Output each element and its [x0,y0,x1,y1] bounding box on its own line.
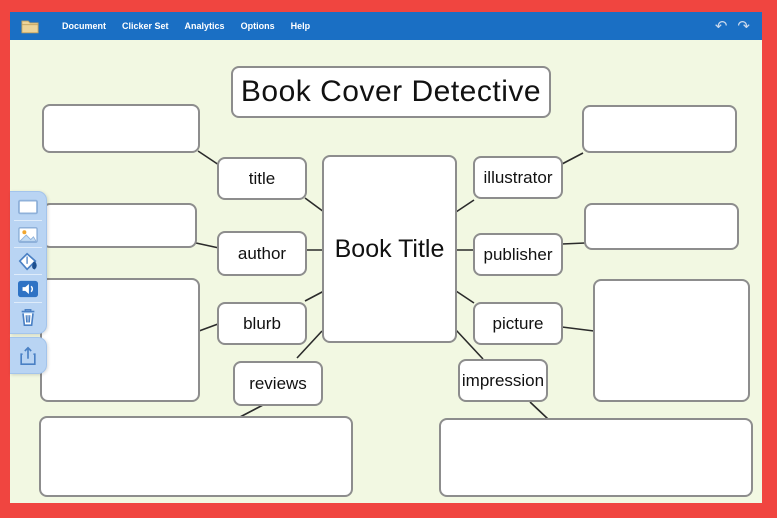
label-node-author[interactable]: author [217,231,307,276]
paint-bucket-icon [18,252,37,271]
menu-document[interactable]: Document [62,21,107,31]
empty-cell-bottom-right[interactable] [439,418,753,497]
side-toolbar [10,191,47,334]
folder-icon [21,20,39,33]
menu-help[interactable]: Help [290,21,311,31]
menu-analytics[interactable]: Analytics [184,21,225,31]
redo-icon[interactable]: ↷ [737,17,750,35]
empty-cell-bottom-left[interactable] [39,416,353,497]
empty-cell-left-3[interactable] [40,278,200,402]
center-node-cell[interactable]: Book Title [322,155,457,343]
label-node-illustrator[interactable]: illustrator [473,156,563,199]
label-node-picture[interactable]: picture [473,302,563,345]
speaker-icon [18,281,38,298]
label-node-publisher[interactable]: publisher [473,233,563,276]
label-node-blurb[interactable]: blurb [217,302,307,345]
empty-cell-left-1[interactable] [42,104,200,153]
frame-tool-button[interactable] [14,195,42,221]
empty-cell-left-2[interactable] [42,203,197,248]
label-node-reviews[interactable]: reviews [233,361,323,406]
rectangle-icon [18,199,38,215]
menu-bar: Document Clicker Set Analytics Options H… [10,12,762,40]
open-folder-button[interactable] [20,17,40,35]
label-node-title[interactable]: title [217,157,307,200]
delete-tool-button[interactable] [14,304,42,330]
share-icon [20,346,36,365]
empty-cell-right-2[interactable] [584,203,739,250]
menu-clicker-set[interactable]: Clicker Set [122,21,169,31]
empty-cell-right-1[interactable] [582,105,737,153]
share-toolbar [10,337,47,374]
undo-icon[interactable]: ↶ [714,17,728,35]
history-buttons: ↶ ↷ [715,12,750,40]
empty-cell-right-3[interactable] [593,279,750,402]
banner-title-cell[interactable]: Book Cover Detective [231,66,551,118]
image-icon [18,226,38,243]
menu-options[interactable]: Options [240,21,275,31]
fill-tool-button[interactable] [14,249,42,276]
picture-tool-button[interactable] [14,222,42,249]
speaker-tool-button[interactable] [14,277,42,303]
label-node-impression[interactable]: impression [458,359,548,402]
menu-items: Document Clicker Set Analytics Options H… [62,21,310,31]
share-tool-button[interactable] [14,343,42,369]
trash-icon [21,309,35,327]
